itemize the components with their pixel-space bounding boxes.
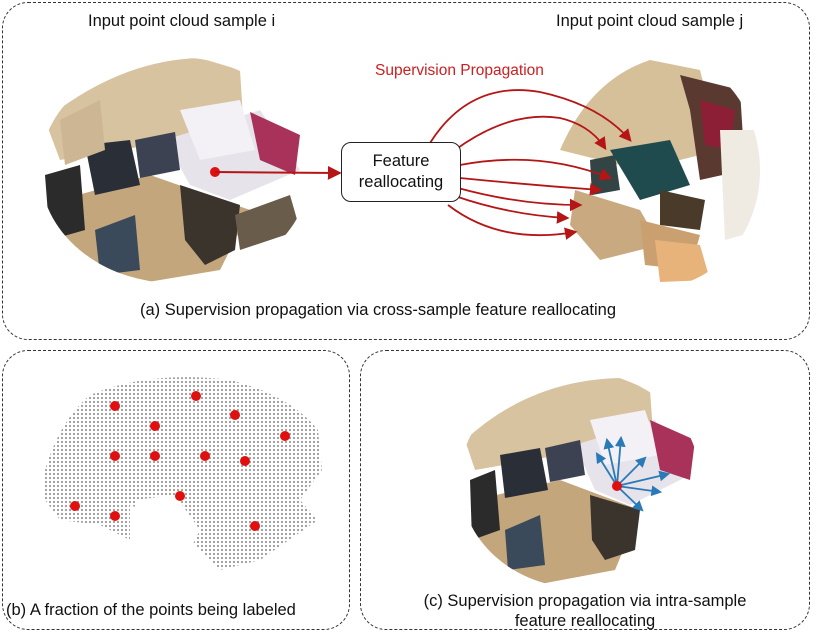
supervision-propagation-label: Supervision Propagation (375, 62, 544, 79)
feature-box-line2: reallocating (358, 173, 444, 191)
panel-a (2, 2, 810, 340)
labeled-point-c (612, 481, 622, 491)
panel-b-caption: (b) A fraction of the points being label… (6, 601, 296, 619)
sample-i-title: Input point cloud sample i (88, 12, 276, 30)
room-scene-c (460, 372, 700, 588)
propagation-arrows (429, 89, 632, 240)
arrow-to-feature-box (214, 165, 342, 180)
panel-c-caption-line2: feature reallocating (514, 612, 656, 630)
labeled-points-b (70, 391, 290, 531)
panel-a-caption: (a) Supervision propagation via cross-sa… (140, 301, 616, 319)
intra-sample-arrows (595, 435, 671, 512)
panel-c (360, 350, 810, 630)
feature-reallocating-box: Feature reallocating (341, 142, 461, 202)
panel-c-caption-line1: (c) Supervision propagation via intra-sa… (423, 592, 747, 610)
feature-box-line1: Feature (372, 152, 430, 171)
room-scene-j (550, 52, 760, 288)
panel-b (2, 350, 350, 630)
sample-j-title: Input point cloud sample j (556, 12, 744, 30)
room-scene-i (40, 57, 310, 283)
point-cloud-hole (135, 495, 200, 560)
